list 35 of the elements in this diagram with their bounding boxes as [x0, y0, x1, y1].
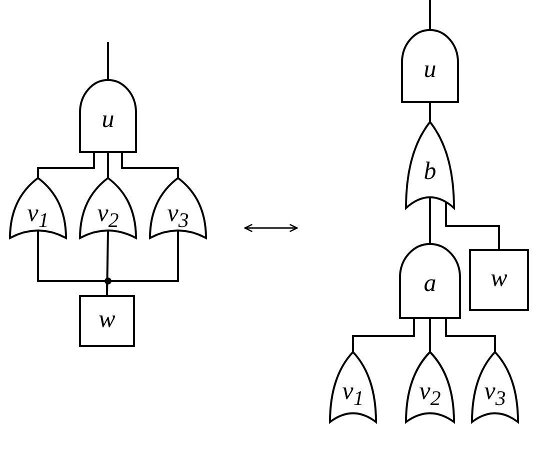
connector-line	[352, 318, 415, 352]
gate-label: w	[490, 265, 508, 293]
or-gate	[472, 352, 518, 422]
event-box	[80, 296, 134, 346]
and-gate	[400, 244, 460, 318]
connector-line	[445, 318, 496, 352]
gate-label: u	[102, 106, 114, 134]
gate-label: v$_{3}$	[484, 378, 506, 412]
connector-line	[429, 197, 431, 244]
gate-label: u	[424, 56, 436, 84]
connector-line	[429, 318, 431, 352]
and-gate	[402, 30, 458, 102]
gate-label: v$_{1}$	[27, 200, 49, 234]
gate-label: v$_{3}$	[167, 200, 189, 234]
connector-line	[445, 202, 500, 250]
or-gate	[330, 352, 376, 422]
output-line	[429, 0, 431, 30]
or-gate	[406, 122, 454, 208]
or-gate	[406, 352, 454, 422]
or-gate	[150, 178, 206, 238]
connector-line	[121, 152, 179, 178]
output-line	[107, 42, 109, 80]
or-gate	[10, 178, 66, 238]
gate-label: v$_{1}$	[342, 378, 364, 412]
connector-line	[107, 152, 109, 178]
or-gate	[80, 178, 136, 238]
gate-label: a	[424, 270, 436, 298]
gate-label: b	[424, 158, 436, 186]
gate-label: w	[98, 306, 116, 334]
connector-line	[429, 102, 431, 122]
gate-label: v$_{2}$	[419, 378, 441, 412]
event-box	[470, 250, 528, 310]
and-gate	[80, 80, 136, 152]
gate-label: v$_{2}$	[97, 200, 119, 234]
connector-line	[37, 152, 95, 178]
